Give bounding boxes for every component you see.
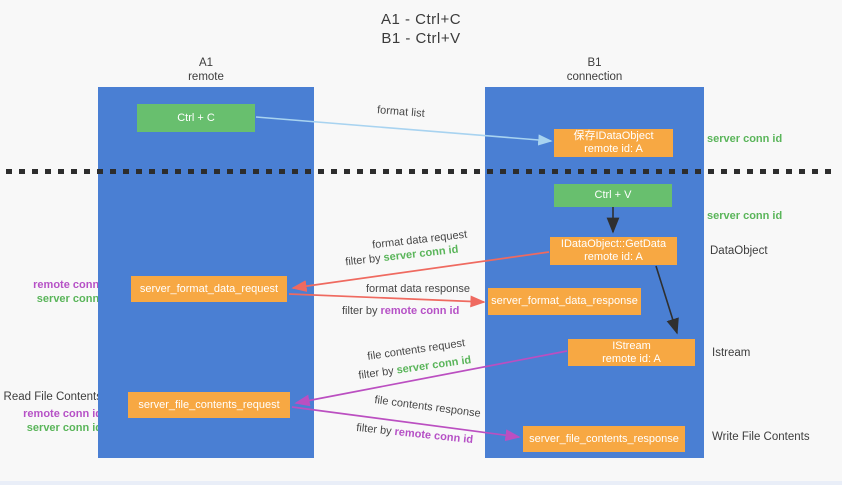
- annotation-istream: Istream: [712, 347, 751, 359]
- node-format-response-label: server_format_data_response: [491, 295, 638, 307]
- lane-b-subtitle: connection: [566, 71, 623, 83]
- node-file-request: server_file_contents_request: [128, 392, 290, 418]
- annotation-remote-conn-id: remote conn id: [33, 279, 112, 291]
- annotation-read-file-contents: Read File Contents: [3, 391, 102, 403]
- node-istream: IStream remote id: A: [568, 339, 695, 366]
- node-ctrl-v: Ctrl + V: [554, 184, 672, 207]
- annotation-format-conn-ids: remote conn id server conn id: [0, 278, 112, 306]
- filter-prefix: filter by: [355, 421, 393, 438]
- annotation-server-conn-id-mid: server conn id: [707, 210, 783, 222]
- lane-b-name: B1: [587, 57, 602, 69]
- diagram-title: A1 - Ctrl+C B1 - Ctrl+V: [0, 10, 842, 48]
- filter-key-remote-conn-id: remote conn id: [380, 305, 460, 317]
- annotation-write-file-contents: Write File Contents: [712, 431, 810, 443]
- node-getdata-line2: remote id: A: [584, 251, 643, 263]
- filter-prefix: filter by: [344, 252, 382, 269]
- filter-prefix: filter by: [342, 305, 378, 317]
- node-file-response-label: server_file_contents_response: [529, 432, 679, 445]
- lane-a-subtitle: remote: [188, 71, 224, 83]
- lane-b-header: B1 connection: [485, 56, 704, 84]
- node-istream-line2: remote id: A: [602, 352, 661, 365]
- node-getdata: IDataObject::GetData remote id: A: [550, 237, 677, 265]
- node-getdata-line1: IDataObject::GetData: [560, 238, 667, 250]
- bottom-edge: [0, 481, 842, 485]
- node-save-dataobject: 保存IDataObject remote id: A: [554, 129, 673, 157]
- lane-a-name: A1: [198, 57, 214, 69]
- filter-key-server-conn-id: server conn id: [395, 354, 472, 377]
- title-line-2: B1 - Ctrl+V: [381, 30, 461, 47]
- annotation-server-conn-id: server conn id: [26, 422, 102, 434]
- annotation-server-conn-id: server conn id: [36, 293, 112, 305]
- node-save-dataobject-line2: remote id: A: [584, 143, 643, 155]
- label-file-contents-response: file contents response: [373, 394, 482, 420]
- node-ctrl-v-label: Ctrl + V: [594, 189, 632, 201]
- annotation-remote-conn-id: remote conn id: [23, 408, 102, 420]
- annotation-read-file-block: Read File Contents remote conn id server…: [0, 390, 102, 435]
- filter-prefix: filter by: [357, 365, 395, 382]
- label-format-data-response: format data response: [366, 283, 470, 295]
- node-save-dataobject-line1: 保存IDataObject: [573, 130, 654, 142]
- node-ctrl-c-label: Ctrl + C: [177, 111, 215, 124]
- node-format-request: server_format_data_request: [131, 276, 287, 302]
- label-format-list: format list: [376, 104, 426, 120]
- node-ctrl-c: Ctrl + C: [137, 104, 255, 132]
- node-format-request-label: server_format_data_request: [139, 282, 279, 295]
- filter-key-remote-conn-id: remote conn id: [393, 425, 474, 447]
- title-line-1: A1 - Ctrl+C: [380, 11, 462, 28]
- node-file-request-label: server_file_contents_request: [138, 398, 280, 411]
- arrow-format-data-response: [288, 293, 486, 308]
- lane-a-header: A1 remote: [98, 56, 314, 84]
- node-file-response: server_file_contents_response: [523, 426, 685, 452]
- dotted-divider: [6, 169, 836, 174]
- node-istream-line1: IStream: [612, 339, 651, 352]
- annotation-server-conn-id-top: server conn id: [707, 133, 783, 145]
- node-format-response: server_format_data_response: [488, 288, 641, 315]
- annotation-dataobject: DataObject: [710, 245, 768, 257]
